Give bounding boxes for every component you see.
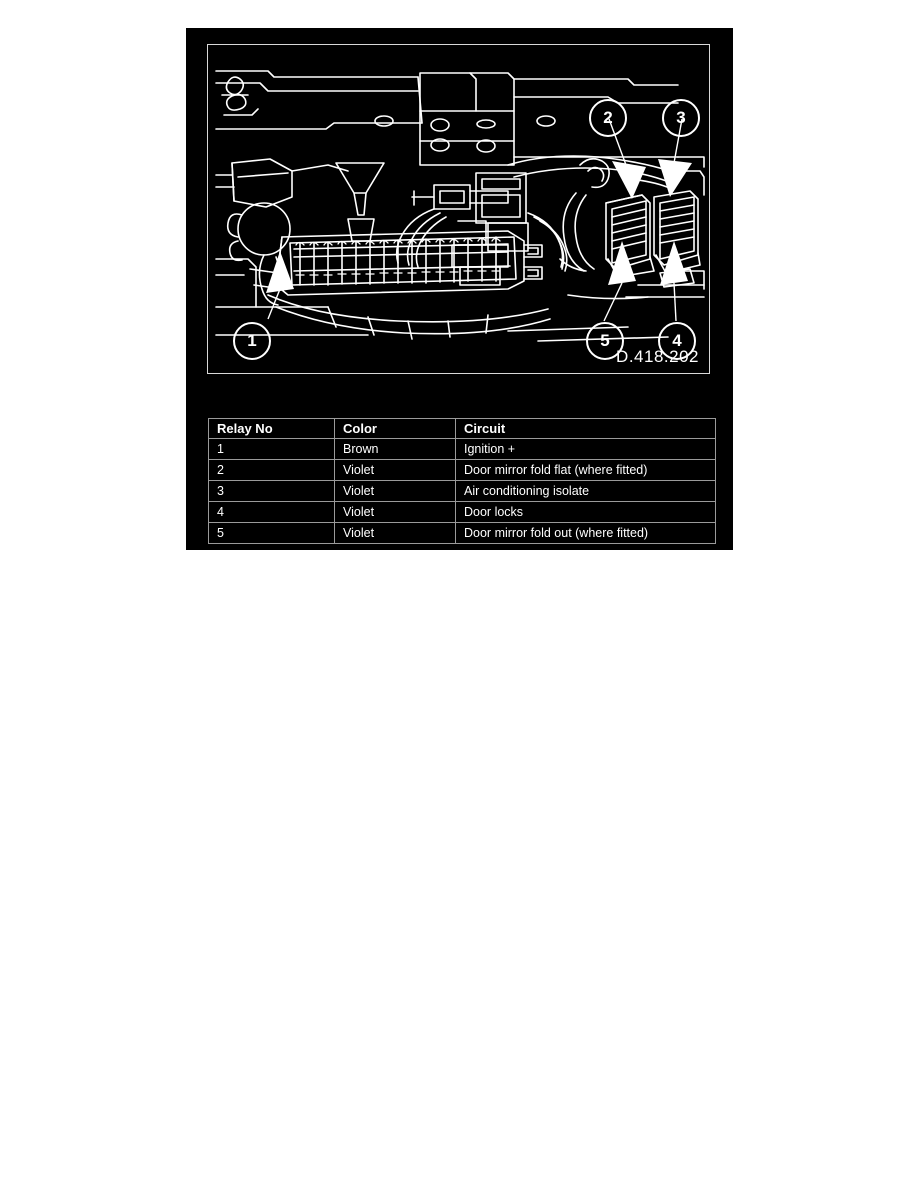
- relay-table: Relay No Color Circuit 1 Brown Ignition …: [208, 418, 716, 544]
- callout-2: 2: [589, 99, 627, 137]
- figure-panel: D.418.202 1 2 3 4 5 Relay No Color Circu…: [186, 28, 733, 550]
- cell-circuit: Door mirror fold out (where fitted): [455, 522, 716, 544]
- callout-5-number: 5: [600, 331, 610, 350]
- callout-4: 4: [658, 322, 696, 360]
- header-relay-no: Relay No: [208, 418, 335, 439]
- cell-circuit: Door locks: [455, 501, 716, 523]
- callout-5: 5: [586, 322, 624, 360]
- callout-1: 1: [233, 322, 271, 360]
- table-row: 2 Violet Door mirror fold flat (where fi…: [208, 459, 716, 481]
- table-row: 1 Brown Ignition +: [208, 438, 716, 460]
- table-row: 5 Violet Door mirror fold out (where fit…: [208, 522, 716, 544]
- cell-circuit: Door mirror fold flat (where fitted): [455, 459, 716, 481]
- callout-1-number: 1: [247, 331, 257, 350]
- header-color: Color: [334, 418, 456, 439]
- cell-color: Violet: [334, 501, 456, 523]
- callout-2-number: 2: [603, 108, 613, 127]
- cell-relay-no: 5: [208, 522, 335, 544]
- cell-circuit: Ignition +: [455, 438, 716, 460]
- cell-color: Violet: [334, 522, 456, 544]
- callout-4-number: 4: [672, 331, 682, 350]
- cell-circuit: Air conditioning isolate: [455, 480, 716, 502]
- fuse-relay-box-illustration: D.418.202: [207, 44, 710, 374]
- callout-3: 3: [662, 99, 700, 137]
- cell-relay-no: 2: [208, 459, 335, 481]
- cell-relay-no: 1: [208, 438, 335, 460]
- cell-relay-no: 3: [208, 480, 335, 502]
- table-row: 3 Violet Air conditioning isolate: [208, 480, 716, 502]
- cell-relay-no: 4: [208, 501, 335, 523]
- header-circuit: Circuit: [455, 418, 716, 439]
- table-row: 4 Violet Door locks: [208, 501, 716, 523]
- relay-table-container: Relay No Color Circuit 1 Brown Ignition …: [208, 418, 716, 544]
- cell-color: Brown: [334, 438, 456, 460]
- cell-color: Violet: [334, 459, 456, 481]
- callout-3-number: 3: [676, 108, 686, 127]
- table-header-row: Relay No Color Circuit: [208, 418, 716, 439]
- cell-color: Violet: [334, 480, 456, 502]
- illustration-linework: [215, 70, 705, 342]
